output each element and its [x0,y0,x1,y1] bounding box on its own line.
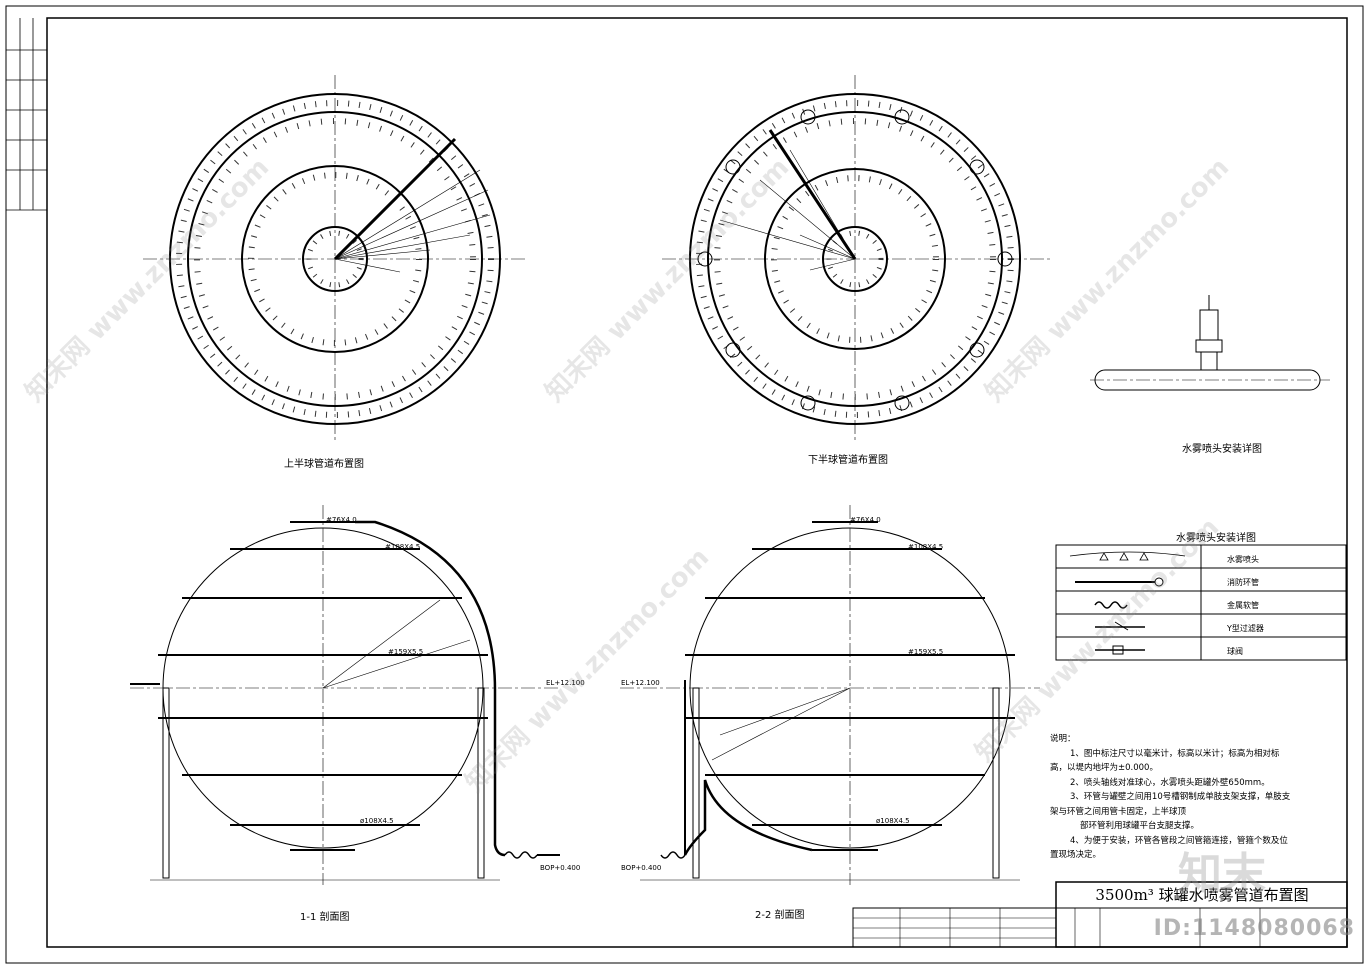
legend-item-nozzle: 水雾喷头 [1227,555,1259,564]
section-2-title: 2-2 剖面图 [755,910,805,921]
pipe-label-159-1: #159X5.5 [388,648,424,656]
note-line: 2、喷头轴线对准球心，水雾喷头距罐外壁650mm。 [1070,777,1270,788]
lower-plan [662,75,1052,440]
watermark-logo: 知末 [1178,849,1266,900]
upper-plan [143,75,528,440]
upper-plan-title: 上半球管道布置图 [284,459,364,470]
pipe-label-76-2: #76X4.0 [850,516,881,524]
elevation-top-1: EL+12.100 [546,679,585,687]
note-line: 高，以堤内地坪为±0.000。 [1050,763,1158,773]
pipe-label-108-2: #108X4.5 [908,543,944,551]
elevation-bottom-1: BOP+0.400 [540,864,581,872]
section-1-title: 1-1 剖面图 [300,912,350,923]
elevation-bottom-2: BOP+0.400 [621,864,662,872]
section-1-1 [130,505,560,885]
legend-item-ball-valve: 球阀 [1227,647,1243,656]
legend-title: 水雾喷头安装详图 [1176,533,1256,544]
elevation-top-2: EL+12.100 [621,679,660,687]
design-notes: 说明： 1、图中标注尺寸以毫米计，标高以米计；标高为相对标 高，以堤内地坪为±0… [1050,732,1340,863]
pipe-label-108b-1: ø108X4.5 [360,817,394,825]
note-line: 1、图中标注尺寸以毫米计，标高以米计；标高为相对标 [1070,748,1280,759]
nozzle-detail [1090,295,1330,391]
pipe-label-108-1: #108X4.5 [385,543,421,551]
section-2-2 [620,505,1040,885]
pipe-label-76-1: #76X4.0 [326,516,357,524]
inner-border [46,17,1348,948]
legend-item-strainer: Y型过滤器 [1227,624,1264,633]
nozzle-detail-title: 水雾喷头安装详图 [1182,444,1262,455]
watermark-id: ID:1148080068 [1153,916,1355,941]
lower-plan-title: 下半球管道布置图 [808,455,888,466]
legend-item-ring-pipe: 消防环管 [1227,578,1259,587]
notes-heading: 说明： [1050,734,1076,744]
binding-strip [6,18,47,211]
note-line: 4、为便于安装，环管各管段之间管箍连接，管箍个数及位 [1070,835,1288,846]
note-line: 3、环管与罐壁之间用10号槽钢制成单肢支架支撑，单肢支 [1070,792,1291,802]
pipe-label-108b-2: ø108X4.5 [876,817,910,825]
drawing-title: 3500m³ 球罐水喷雾管道布置图 [1095,886,1309,904]
note-line: 架与环管之间用管卡固定，上半球顶 [1050,806,1187,817]
legend-table [1055,544,1347,661]
note-line: 置现场决定。 [1050,850,1102,860]
legend-item-hose: 金属软管 [1227,601,1259,610]
pipe-label-159-2: #159X5.5 [908,648,944,656]
outer-border [5,5,1364,964]
note-line: 部环管利用球罐平台支腿支撑。 [1080,821,1200,831]
title-block-frame [852,881,1348,948]
